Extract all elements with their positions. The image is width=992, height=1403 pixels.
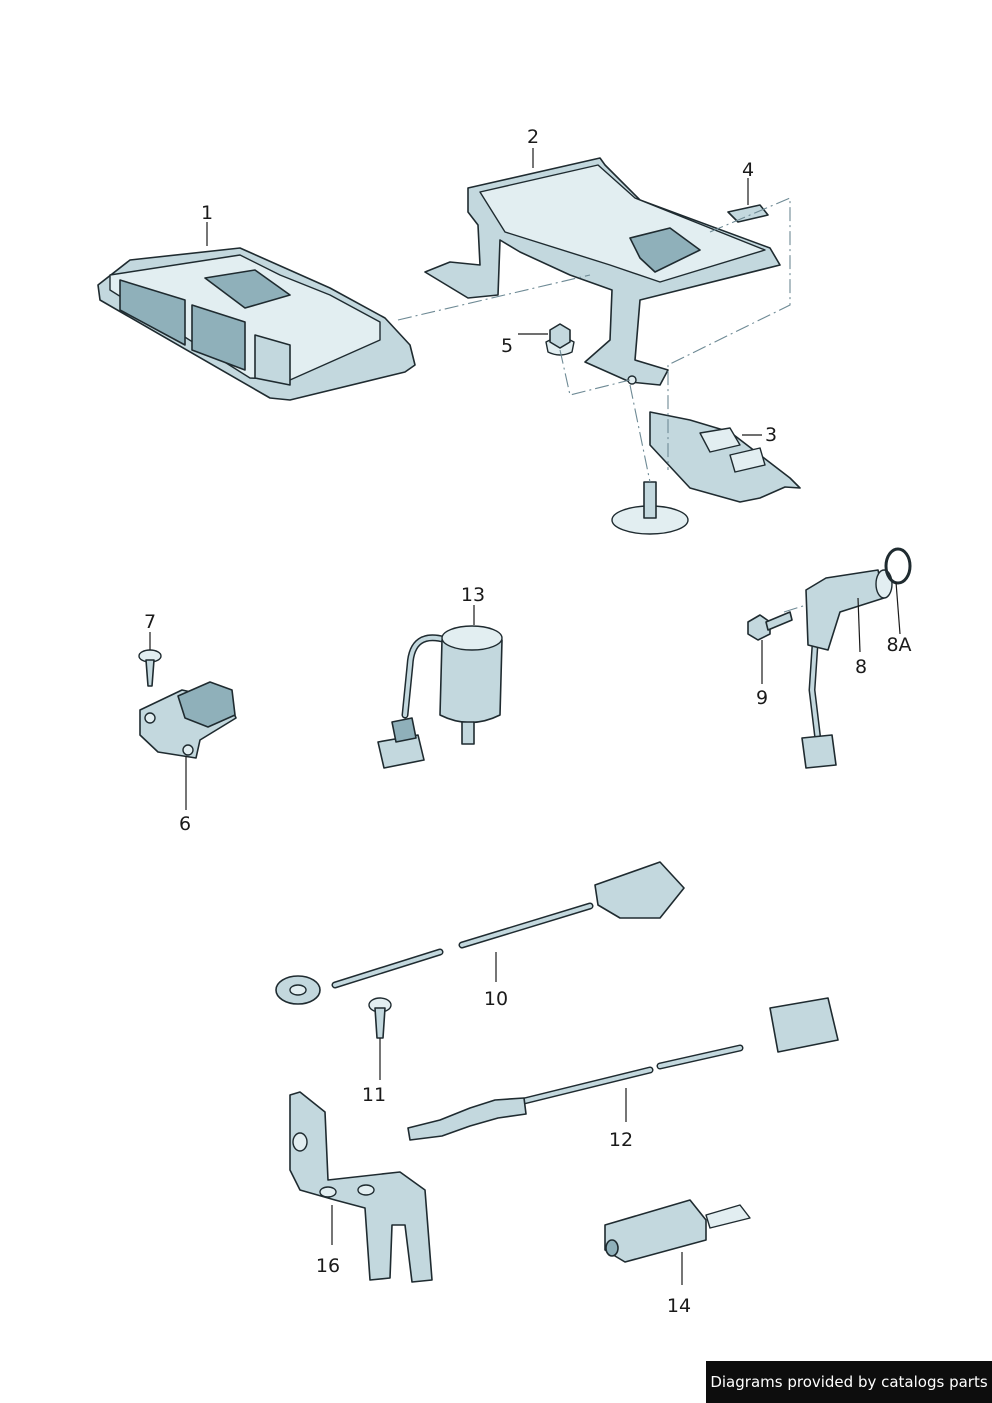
footer-credit: Diagrams provided by catalogs parts — [706, 1361, 992, 1403]
part-8-speed-sensor — [801, 569, 893, 769]
part-3-base-plate — [649, 411, 801, 503]
callout-5: 5 — [501, 335, 513, 357]
callout-7: 7 — [144, 611, 156, 633]
leader-lines — [149, 148, 901, 1285]
callout-16: 16 — [316, 1255, 340, 1277]
part-6-sensor — [139, 681, 237, 759]
callout-2: 2 — [527, 126, 539, 148]
callout-11: 11 — [362, 1084, 386, 1106]
callout-6: 6 — [179, 813, 191, 835]
part-14-switch — [604, 1199, 751, 1263]
callout-13: 13 — [461, 584, 485, 606]
callout-8a: 8A — [886, 634, 911, 656]
callout-8: 8 — [855, 656, 867, 678]
callout-1: 1 — [201, 202, 213, 224]
callout-3: 3 — [765, 424, 777, 446]
part-1-control-unit — [97, 247, 416, 401]
part-7-screw — [138, 649, 162, 687]
part-10-knock-sensor — [275, 861, 685, 1005]
callout-9: 9 — [756, 687, 768, 709]
part-8a-o-ring — [884, 547, 912, 585]
part-5-nut — [545, 323, 575, 356]
part-12-oxygen-sensor — [407, 997, 839, 1141]
part-13-component — [377, 625, 503, 769]
callout-12: 12 — [609, 1129, 633, 1151]
part-9-bolt — [747, 611, 793, 641]
part-4-pad — [727, 204, 769, 223]
part-11-bolt — [368, 997, 392, 1039]
callout-4: 4 — [742, 159, 754, 181]
callout-labels: 1 2 4 5 3 7 6 13 8 8A 9 10 11 12 16 14 — [144, 126, 912, 1317]
part-2-bracket — [424, 157, 781, 386]
callout-14: 14 — [667, 1295, 691, 1317]
part-16-bracket — [289, 1091, 433, 1283]
bolt-with-washer — [611, 481, 689, 535]
callout-10: 10 — [484, 988, 508, 1010]
